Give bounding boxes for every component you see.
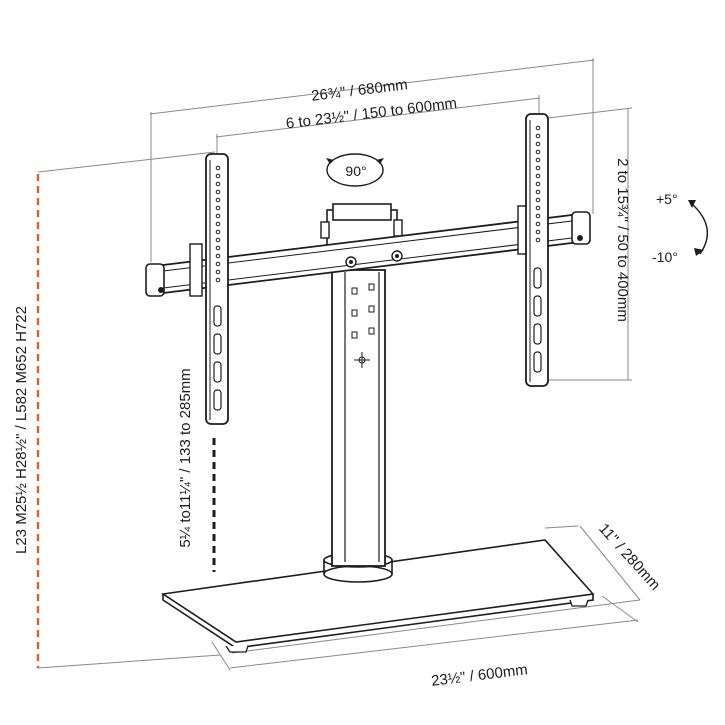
arm-adjust-label: 5¼ to11¼" / 133 to 285mm (177, 368, 194, 547)
base-depth-line (579, 525, 641, 601)
stand-pillar (323, 269, 393, 583)
pillar-height-label: L23 M25½ H28½" / L582 M652 H722 (13, 306, 30, 554)
swivel-label: 90° (345, 163, 366, 179)
base-width-label: 23½" / 600mm (430, 661, 528, 690)
base-width-tick-right (601, 595, 639, 623)
tilt-down-label: -10° (652, 249, 678, 265)
vesa-height-ext-top (547, 107, 633, 119)
overall-width-line (149, 59, 595, 115)
overall-width-label: 26¾" / 680mm (310, 76, 408, 105)
left-vesa-bracket (205, 153, 229, 425)
base-width-ext (231, 599, 641, 654)
vesa-height-label: 2 to 15¾" / 50 to 400mm (614, 158, 631, 322)
base-width-tick-left (211, 641, 231, 671)
horizontal-arm (145, 205, 591, 297)
swivel-indicator (326, 153, 384, 187)
tilt-up-label: +5° (656, 191, 678, 207)
right-vesa-bracket (525, 113, 549, 387)
pillar-height-ext-bottom (37, 654, 221, 669)
pillar-height-ext-top (37, 151, 216, 173)
stand-base (160, 539, 595, 653)
tilt-indicator (688, 200, 709, 256)
base-width-line (229, 619, 639, 669)
vesa-width-line (215, 97, 541, 138)
base-depth-ext-top (544, 525, 579, 529)
dimension-lines (37, 58, 641, 671)
